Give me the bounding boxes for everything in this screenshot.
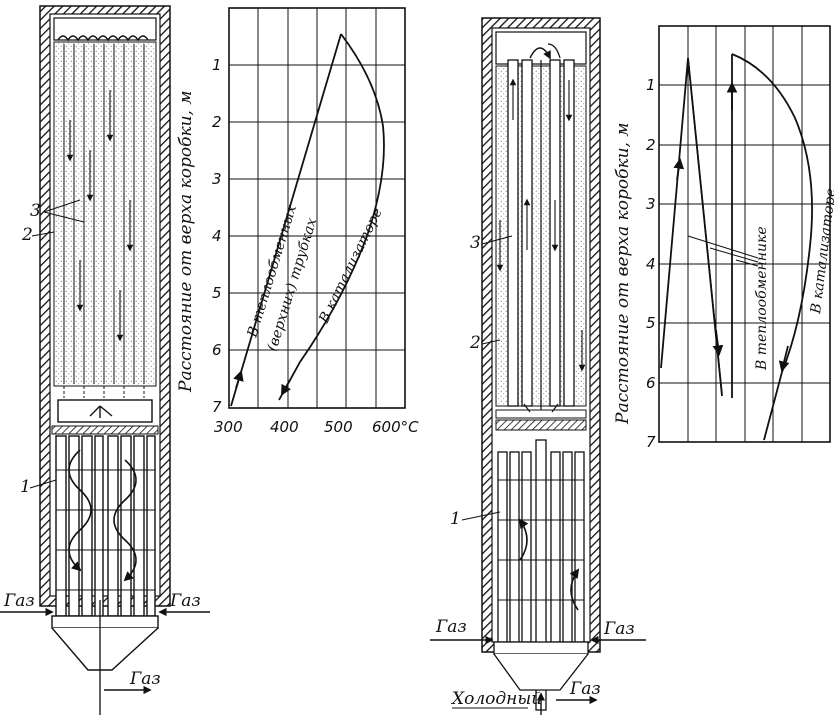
left-plot-xtick-300: 300	[214, 418, 243, 436]
left-plot-xtick-600: 600°С	[372, 418, 419, 436]
left-plot-xtick-400: 400	[270, 418, 299, 436]
left-gas-label-bottom: Газ	[129, 669, 161, 689]
left-bottom-header	[51, 615, 159, 629]
right-plot-arrow-catalyst	[778, 345, 790, 373]
left-plot-label-catalyst: В катализаторе	[316, 206, 386, 327]
left-plot-curve-catalyst	[278, 33, 385, 401]
left-plot-ylabel: Расстояние от верха коробки, м	[176, 91, 196, 393]
right-support-grid	[495, 419, 587, 431]
right-plot: 1 2 3 4 5 6 7 Расстояние от верха коробк…	[613, 25, 834, 451]
right-gas-label-left: Газ	[435, 617, 467, 637]
right-plot-ylabel: Расстояние от верха коробки, м	[613, 123, 633, 425]
right-reactor: 3 2 1 Газ Газ Холодный Газ	[430, 17, 646, 715]
left-plot-arrow-tubes	[233, 369, 244, 389]
left-chamber-arrows	[89, 405, 113, 418]
left-top-chamber	[53, 17, 157, 41]
left-plot-ytick-6: 6	[212, 341, 222, 359]
left-plot-ytick-3: 3	[212, 170, 222, 188]
left-baffles	[56, 469, 155, 591]
left-plot-grid	[229, 8, 405, 408]
right-leader-3	[481, 235, 513, 245]
right-plot-ytick-4: 4	[646, 255, 656, 273]
right-bottom-header	[493, 641, 589, 655]
right-plot-arrow-down	[712, 329, 724, 357]
left-gas-label-left: Газ	[3, 591, 35, 611]
right-top-flow-arrow	[529, 47, 551, 60]
left-plot-xtick-500: 500	[324, 418, 353, 436]
right-cold-label: Холодный	[450, 689, 542, 709]
left-callout-1: 1	[20, 477, 31, 497]
left-tube-plate	[51, 425, 159, 435]
right-plot-grid	[659, 26, 830, 442]
right-plot-arrow-up-a	[673, 157, 685, 181]
right-leader-2	[481, 339, 501, 345]
right-outlet-funnel	[493, 653, 589, 691]
right-leader-1	[461, 511, 501, 521]
right-callout-2: 2	[469, 333, 481, 353]
left-heat-exchange-tubes	[63, 44, 145, 384]
left-leader-2	[31, 231, 55, 237]
right-plot-ytick-5: 5	[646, 314, 656, 332]
right-plot-ytick-7: 7	[646, 433, 656, 451]
left-tube-ends	[63, 386, 145, 398]
right-plot-ytick-3: 3	[646, 195, 656, 213]
left-catalyst-bed	[53, 41, 157, 387]
right-plot-label-leaders	[687, 235, 759, 267]
right-baffles	[498, 479, 584, 601]
right-plate-arrows	[523, 400, 559, 413]
left-heat-exchanger	[55, 435, 156, 637]
right-callout-3: 3	[470, 233, 481, 253]
left-plot-arrow-catalyst	[280, 379, 291, 396]
right-plot-ytick-1: 1	[646, 76, 656, 94]
right-swirl-flow-b	[569, 568, 580, 611]
left-plot: 1 2 3 4 5 6 7 300 400 500 600°С Расстоян…	[176, 7, 419, 436]
left-swirl-flow-a	[68, 449, 92, 572]
left-plot-ytick-1: 1	[212, 56, 222, 74]
right-callout-1: 1	[450, 509, 461, 529]
left-tube-loops	[57, 35, 149, 42]
left-callout-3: 3	[30, 201, 41, 221]
right-gas-label-bottom: Газ	[569, 679, 601, 699]
right-plot-ytick-6: 6	[646, 374, 656, 392]
left-gas-label-right: Газ	[169, 591, 201, 611]
right-flow-arrows	[496, 78, 586, 372]
right-plot-curve-exchanger-a	[660, 57, 723, 397]
left-plot-ytick-2: 2	[212, 113, 222, 131]
left-plot-ytick-7: 7	[212, 398, 222, 416]
right-gas-label-right: Газ	[603, 619, 635, 639]
left-leader-3	[43, 199, 81, 213]
left-outlet-funnel	[51, 627, 159, 671]
left-plot-curve-tubes	[230, 33, 342, 407]
left-reactor: 3 2 1 Газ Газ Газ	[0, 5, 210, 715]
left-plot-ytick-5: 5	[212, 284, 222, 302]
left-plot-ytick-4: 4	[212, 227, 222, 245]
right-plot-curve-catalyst	[731, 53, 813, 441]
left-catalyst-flow-arrows	[66, 90, 134, 342]
left-leader-1	[29, 479, 57, 489]
right-swirl-flow-a	[518, 518, 529, 561]
right-plot-label-exchanger: В теплообменнике	[754, 226, 770, 371]
left-callout-2: 2	[21, 225, 33, 245]
left-swirl-flow-b	[113, 459, 137, 582]
right-plot-ytick-2: 2	[646, 136, 656, 154]
